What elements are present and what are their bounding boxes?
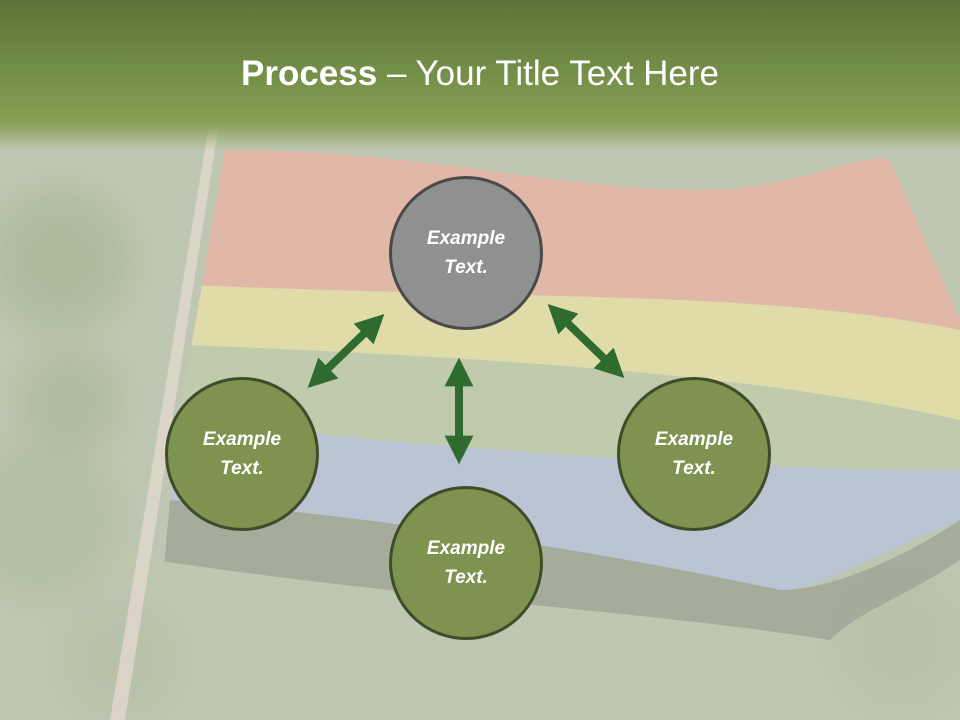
node-top-label: Example Text.: [426, 228, 506, 278]
title-rest: – Your Title Text Here: [377, 54, 719, 93]
node-bottom: Example Text.: [389, 486, 543, 640]
title-bold: Process: [241, 54, 378, 93]
node-right: Example Text.: [617, 377, 771, 531]
node-right-label: Example Text.: [654, 429, 734, 479]
flag-pole: [110, 130, 218, 720]
arrow-top-right: [547, 304, 625, 378]
node-bottom-label: Example Text.: [426, 538, 506, 588]
slide-title: Process – Your Title Text Here: [0, 52, 960, 96]
node-top: Example Text.: [389, 176, 543, 330]
node-left: Example Text.: [165, 377, 319, 531]
arrow-top-left: [307, 314, 385, 388]
title-band: [0, 0, 960, 150]
node-left-label: Example Text.: [202, 429, 282, 479]
